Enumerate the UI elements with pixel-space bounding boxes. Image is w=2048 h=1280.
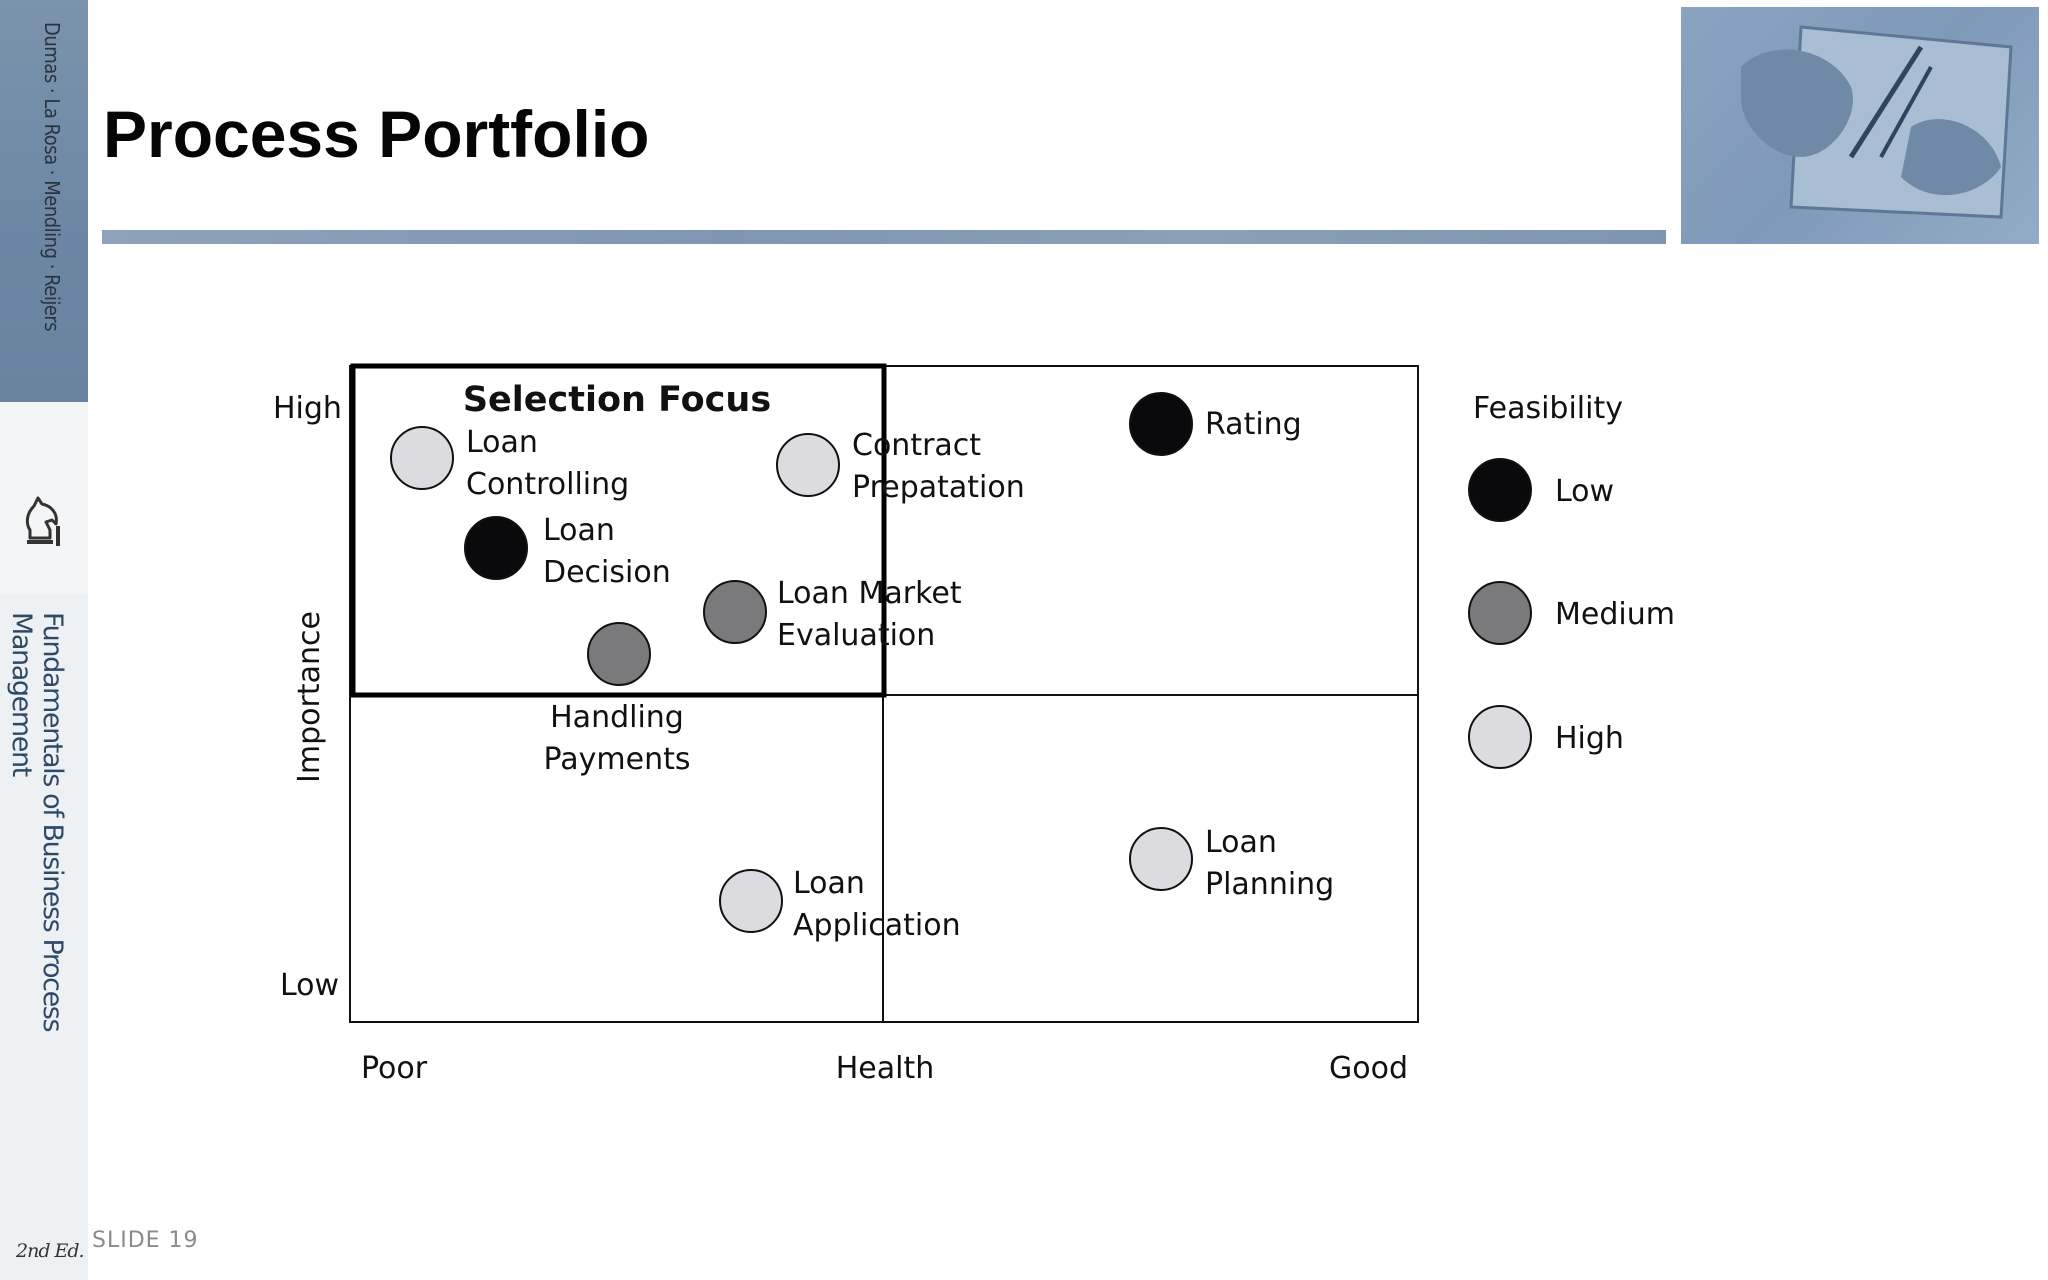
process-label-line: Loan bbox=[1205, 825, 1277, 860]
legend-item-high: High bbox=[1468, 705, 1624, 769]
process-label-line: Handling bbox=[550, 700, 684, 735]
spine-authors: Dumas · La Rosa · Mendling · Reijers bbox=[40, 22, 64, 332]
publisher-knight-icon bbox=[25, 496, 60, 546]
process-node-loan-planning: Loan Planning bbox=[1129, 825, 1334, 902]
process-node-loan-market-evaluation: Loan Market Evaluation bbox=[703, 576, 962, 653]
process-marker bbox=[587, 622, 651, 686]
legend-label: Medium bbox=[1555, 597, 1675, 632]
spine-author-band bbox=[0, 0, 88, 402]
x-axis-poor-label: Poor bbox=[361, 1051, 428, 1086]
y-axis-title: Importance bbox=[292, 611, 327, 783]
process-node-handling-payments: Handling Payments bbox=[544, 622, 691, 777]
process-label-line: Planning bbox=[1205, 867, 1334, 902]
title-divider bbox=[102, 230, 1666, 244]
process-node-rating: Rating bbox=[1129, 392, 1302, 456]
process-marker bbox=[1129, 827, 1193, 891]
legend-label: Low bbox=[1555, 474, 1614, 509]
spine-edition: 2nd Ed. bbox=[16, 1240, 85, 1262]
legend-item-low: Low bbox=[1468, 458, 1614, 522]
process-label-line: Evaluation bbox=[777, 618, 935, 653]
process-node-loan-controlling: Loan Controlling bbox=[390, 425, 629, 502]
feasibility-legend: Feasibility Low Medium High bbox=[1468, 391, 1675, 769]
process-marker bbox=[703, 580, 767, 644]
slide-number: SLIDE 19 bbox=[92, 1228, 199, 1253]
process-marker bbox=[1129, 392, 1193, 456]
x-axis-title: Health bbox=[836, 1051, 935, 1086]
selection-focus-box bbox=[350, 363, 887, 698]
process-label-line: Loan bbox=[793, 866, 865, 901]
y-axis-low-label: Low bbox=[280, 968, 339, 1003]
legend-swatch bbox=[1468, 705, 1532, 769]
header-drawing-hands-image bbox=[1681, 7, 2039, 244]
legend-swatch bbox=[1468, 581, 1532, 645]
process-label-line: Decision bbox=[543, 555, 671, 590]
selection-focus-label: Selection Focus bbox=[463, 380, 771, 420]
page-title: Process Portfolio bbox=[103, 97, 650, 171]
process-label-line: Payments bbox=[544, 742, 691, 777]
process-marker bbox=[464, 516, 528, 580]
book-spine: Dumas · La Rosa · Mendling · Reijers Fun… bbox=[0, 0, 88, 1280]
process-node-loan-decision: Loan Decision bbox=[464, 513, 671, 590]
spine-book-title: Fundamentals of Business Process Managem… bbox=[6, 612, 68, 1032]
legend-item-medium: Medium bbox=[1468, 581, 1675, 645]
legend-label: High bbox=[1555, 721, 1624, 756]
process-label-line: Application bbox=[793, 908, 961, 943]
process-label-line: Loan bbox=[543, 513, 615, 548]
process-label-line: Prepatation bbox=[852, 470, 1025, 505]
process-node-loan-application: Loan Application bbox=[719, 866, 961, 943]
process-label-line: Loan bbox=[466, 425, 538, 460]
y-axis-high-label: High bbox=[273, 391, 342, 426]
process-label-line: Loan Market bbox=[777, 576, 962, 611]
process-marker bbox=[776, 433, 840, 497]
process-node-contract-prepatation: Contract Prepatation bbox=[776, 428, 1025, 505]
process-label-line: Controlling bbox=[466, 467, 629, 502]
process-marker bbox=[390, 426, 454, 490]
legend-swatch bbox=[1468, 458, 1532, 522]
process-marker bbox=[719, 869, 783, 933]
process-label-line: Contract bbox=[852, 428, 981, 463]
x-axis-good-label: Good bbox=[1329, 1051, 1408, 1086]
spine-logo-band bbox=[0, 402, 88, 594]
legend-title: Feasibility bbox=[1473, 391, 1623, 426]
process-label-line: Rating bbox=[1205, 407, 1302, 442]
